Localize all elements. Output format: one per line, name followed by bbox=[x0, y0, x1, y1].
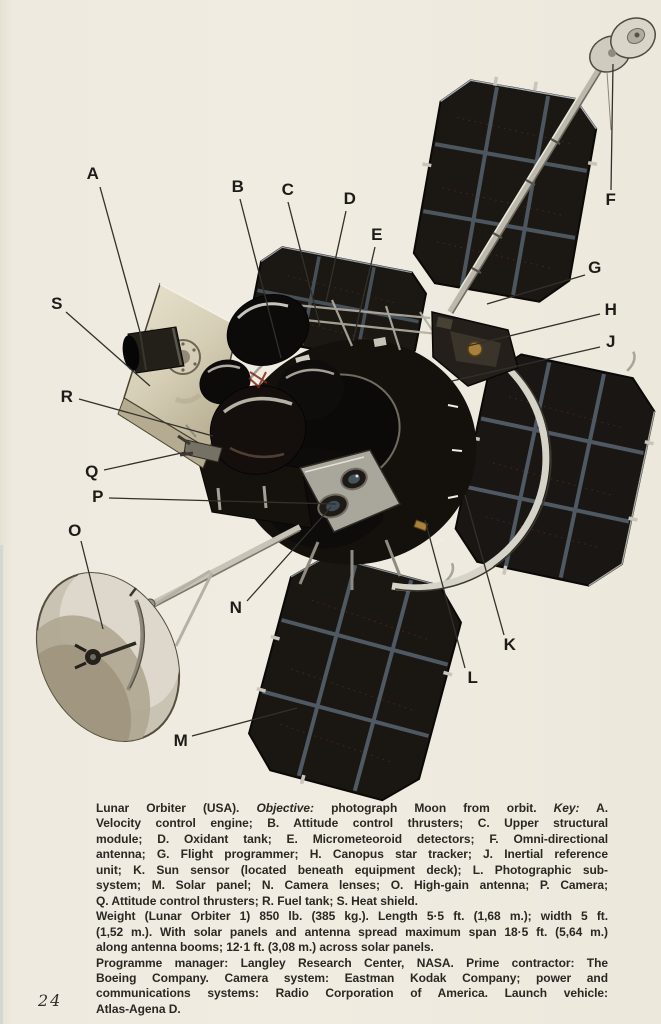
page-edge-artifact bbox=[0, 545, 3, 1024]
caption-line: Atlas-Agena D. bbox=[96, 1001, 181, 1016]
caption-line: Weight (Lunar Orbiter 1) 850 lb. (385 kg… bbox=[96, 909, 608, 924]
solar-panel-upper-right bbox=[412, 76, 598, 303]
caption-line: Boeing Company. Camera system: Eastman K… bbox=[96, 970, 608, 985]
diagram-label-A: A bbox=[86, 164, 100, 183]
diagram-label-N: N bbox=[229, 598, 243, 617]
diagram-label-G: G bbox=[588, 258, 602, 277]
solar-panel-bottom bbox=[247, 554, 463, 802]
caption-line: (1,52 m.). With solar panels and antenna… bbox=[96, 924, 608, 939]
omni-antenna-boom bbox=[446, 17, 656, 314]
diagram-label-E: E bbox=[371, 225, 383, 244]
diagram-label-K: K bbox=[503, 635, 517, 654]
caption-line: Programme manager: Langley Research Cent… bbox=[96, 955, 608, 970]
diagram-label-R: R bbox=[60, 387, 74, 406]
diagram-label-J: J bbox=[606, 332, 616, 351]
caption-line: Lunar Orbiter (USA). Objective: photogra… bbox=[96, 801, 608, 815]
diagram-label-B: B bbox=[231, 177, 245, 196]
diagram-label-O: O bbox=[68, 521, 82, 540]
high-gain-antenna bbox=[20, 524, 302, 766]
diagram-label-Q: Q bbox=[85, 462, 99, 481]
diagram-label-H: H bbox=[604, 300, 618, 319]
figure-caption: Lunar Orbiter (USA). Objective: photogra… bbox=[96, 801, 608, 1017]
caption-line: communications systems: Radio Corporatio… bbox=[96, 986, 608, 1001]
caption-line: unit; K. Sun sensor (located beneath equ… bbox=[96, 862, 608, 877]
diagram-label-S: S bbox=[51, 294, 63, 313]
caption-line: antenna; G. Flight programmer; H. Canopu… bbox=[96, 847, 608, 862]
diagram-label-L: L bbox=[467, 668, 479, 687]
engine-nozzle bbox=[122, 326, 185, 374]
diagram-label-P: P bbox=[92, 487, 104, 506]
diagram-label-F: F bbox=[605, 190, 617, 209]
diagram-label-C: C bbox=[281, 180, 295, 199]
diagram-label-M: M bbox=[173, 731, 189, 750]
page-number: 24 bbox=[38, 991, 63, 1010]
diagram-label-D: D bbox=[343, 189, 357, 208]
caption-line: along antenna booms; 12·1 ft. (3,08 m.) … bbox=[96, 940, 434, 955]
caption-line: Q. Attitude control thrusters; R. Fuel t… bbox=[96, 893, 418, 908]
caption-line: system; M. Solar panel; N. Camera lenses… bbox=[96, 878, 608, 893]
caption-line: Velocity control engine; B. Attitude con… bbox=[96, 816, 608, 831]
solar-panel-right bbox=[454, 351, 656, 587]
omni-antenna-spool bbox=[589, 17, 656, 73]
caption-line: module; D. Oxidant tank; E. Micrometeoro… bbox=[96, 831, 608, 846]
